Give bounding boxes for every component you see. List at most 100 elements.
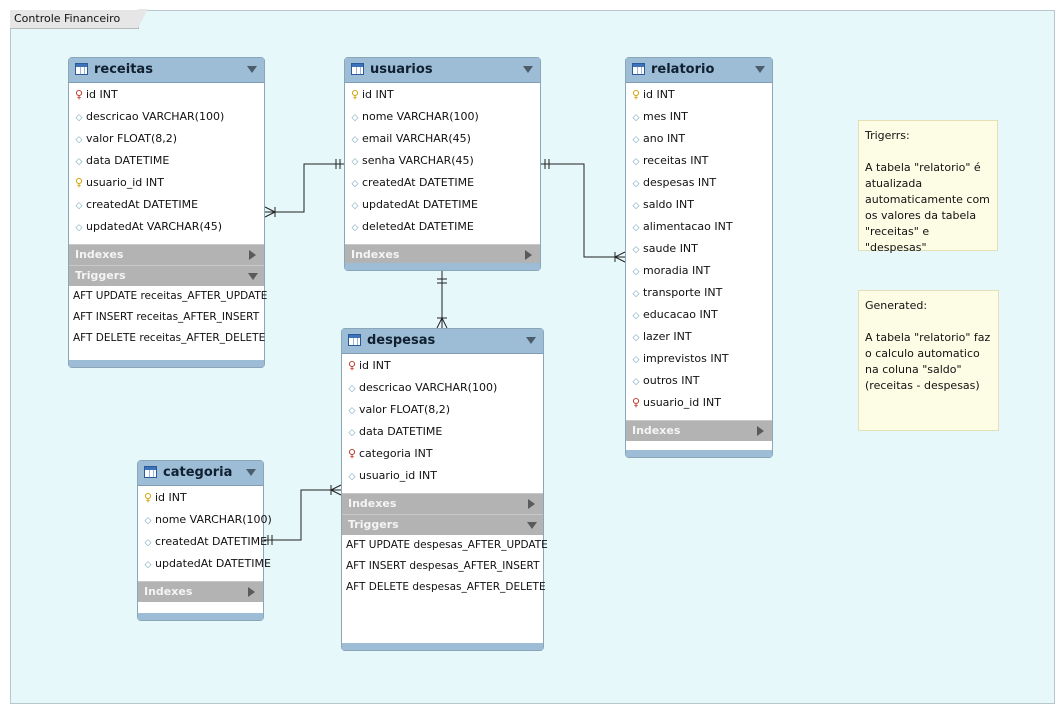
table-icon <box>348 334 361 346</box>
column-list: ♀id INT◇descricao VARCHAR(100)◇valor FLO… <box>69 83 264 238</box>
column-row[interactable]: ◇lazer INT <box>626 326 772 348</box>
table-receitas[interactable]: receitas♀id INT◇descricao VARCHAR(100)◇v… <box>68 57 268 368</box>
expand-right-icon[interactable] <box>528 499 535 509</box>
table-header[interactable]: categoria <box>138 461 263 486</box>
collapse-arrow-icon[interactable] <box>247 66 257 73</box>
column-row[interactable]: ◇updatedAt DATETIME <box>345 194 540 216</box>
column-row[interactable]: ◇alimentacao INT <box>626 216 772 238</box>
table-icon <box>144 466 157 478</box>
table-despesas[interactable]: despesas ♀id INT◇descricao VARCHAR(100)◇v… <box>341 328 548 651</box>
note-box[interactable]: Trigerrs: A tabela "relatorio" é atualiz… <box>858 120 998 254</box>
column-row[interactable]: ◇data DATETIME <box>342 421 543 443</box>
column-row[interactable]: ◇moradia INT <box>626 260 772 282</box>
pk-key-icon: ♀ <box>143 491 153 504</box>
column-row[interactable]: ◇updatedAt DATETIME <box>138 553 271 575</box>
trigger-row[interactable]: AFT UPDATE receitas_AFTER_UPDATE <box>73 290 268 302</box>
section-label: Indexes <box>348 497 397 510</box>
column-row[interactable]: ◇createdAt DATETIME <box>345 172 540 194</box>
section-indexes[interactable]: Indexes <box>626 420 772 441</box>
column-diamond-icon: ◇ <box>351 179 359 189</box>
column-row[interactable]: ◇email VARCHAR(45) <box>345 128 540 150</box>
column-row[interactable]: ◇ano INT <box>626 128 772 150</box>
section-indexes[interactable]: Indexes <box>342 493 543 514</box>
collapse-arrow-icon[interactable] <box>246 469 256 476</box>
table-icon <box>75 63 88 75</box>
column-row[interactable]: ◇saldo INT <box>626 194 772 216</box>
column-row[interactable]: ♀categoria INT <box>342 443 543 465</box>
column-row[interactable]: ◇nome VARCHAR(100) <box>345 106 540 128</box>
pk-key-icon: ♀ <box>350 88 360 101</box>
column-row[interactable]: ♀id INT <box>138 487 263 509</box>
column-row[interactable]: ◇educacao INT <box>626 304 772 326</box>
expand-down-icon[interactable] <box>527 522 537 529</box>
trigger-row[interactable]: AFT INSERT receitas_AFTER_INSERT <box>73 311 260 323</box>
column-diamond-icon: ◇ <box>75 157 83 167</box>
section-label: Indexes <box>632 424 681 437</box>
section-triggers[interactable]: Triggers <box>342 514 543 535</box>
column-row[interactable]: ◇updatedAt VARCHAR(45) <box>69 216 264 238</box>
section-indexes[interactable]: Indexes <box>69 244 264 265</box>
trigger-row[interactable]: AFT DELETE receitas_AFTER_DELETE <box>73 332 266 344</box>
trigger-row[interactable]: AFT UPDATE despesas_AFTER_UPDATE <box>346 539 548 551</box>
column-row[interactable]: ◇data DATETIME <box>69 150 264 172</box>
table-header[interactable]: relatorio <box>626 58 772 83</box>
section-indexes[interactable]: Indexes <box>138 581 263 602</box>
column-row[interactable]: ◇descricao VARCHAR(100) <box>342 377 543 399</box>
table-title: despesas <box>367 333 436 348</box>
column-row[interactable]: ◇imprevistos INT <box>626 348 772 370</box>
expand-right-icon[interactable] <box>757 426 764 436</box>
column-row[interactable]: ◇outros INT <box>626 370 772 392</box>
column-row[interactable]: ◇receitas INT <box>626 150 772 172</box>
column-row[interactable]: ♀usuario_id INT <box>626 392 772 414</box>
column-label: data DATETIME <box>359 425 443 438</box>
table-header[interactable]: despesas <box>342 329 543 354</box>
collapse-arrow-icon[interactable] <box>755 66 765 73</box>
table-header[interactable]: receitas <box>69 58 264 83</box>
table-footer <box>138 613 263 620</box>
table-relatorio[interactable]: relatorio♀id INT◇mes INT◇ano INT◇receita… <box>625 57 773 458</box>
column-row[interactable]: ◇createdAt DATETIME <box>138 531 268 553</box>
column-row[interactable]: ◇usuario_id INT <box>342 465 543 487</box>
column-label: alimentacao INT <box>643 220 733 233</box>
column-row[interactable]: ◇deletedAt DATETIME <box>345 216 540 238</box>
column-row[interactable]: ◇createdAt DATETIME <box>69 194 264 216</box>
column-row[interactable]: ◇nome VARCHAR(100) <box>138 509 272 531</box>
column-row[interactable]: ◇mes INT <box>626 106 772 128</box>
column-label: usuario_id INT <box>86 176 164 189</box>
table-usuarios[interactable]: usuarios ♀id INT◇nome VARCHAR(100)◇email … <box>344 57 541 271</box>
table-header[interactable]: usuarios <box>345 58 540 83</box>
column-row[interactable]: ◇saude INT <box>626 238 772 260</box>
table-title: usuarios <box>370 62 433 77</box>
expand-down-icon[interactable] <box>248 273 258 280</box>
column-row[interactable]: ◇transporte INT <box>626 282 772 304</box>
column-row[interactable]: ◇despesas INT <box>626 172 772 194</box>
column-row[interactable]: ♀id INT <box>626 84 772 106</box>
column-row[interactable]: ♀id INT <box>345 84 540 106</box>
section-indexes[interactable]: Indexes <box>345 244 540 265</box>
fk-key-icon: ♀ <box>347 447 357 460</box>
column-row[interactable]: ◇descricao VARCHAR(100) <box>69 106 264 128</box>
column-row[interactable]: ◇valor FLOAT(8,2) <box>342 399 543 421</box>
collapse-arrow-icon[interactable] <box>523 66 533 73</box>
crowfoot-line <box>436 317 443 329</box>
column-diamond-icon: ◇ <box>632 245 640 255</box>
layer-title[interactable]: Controle Financeiro <box>10 9 148 29</box>
column-row[interactable]: ◇senha VARCHAR(45) <box>345 150 540 172</box>
note-box[interactable]: Generated: A tabela "relatorio" faz o ca… <box>858 290 999 431</box>
column-row[interactable]: ♀id INT <box>342 355 543 377</box>
table-categoria[interactable]: categoria♀id INT◇nome VARCHAR(100)◇creat… <box>137 460 272 621</box>
trigger-row[interactable]: AFT DELETE despesas_AFTER_DELETE <box>346 581 546 593</box>
expand-right-icon[interactable] <box>249 250 256 260</box>
trigger-row[interactable]: AFT INSERT despesas_AFTER_INSERT <box>346 560 540 572</box>
collapse-arrow-icon[interactable] <box>526 337 536 344</box>
section-triggers[interactable]: Triggers <box>69 265 264 286</box>
section-label: Triggers <box>348 518 399 531</box>
column-diamond-icon: ◇ <box>144 538 152 548</box>
column-row[interactable]: ♀id INT <box>69 84 264 106</box>
column-row[interactable]: ◇valor FLOAT(8,2) <box>69 128 264 150</box>
expand-right-icon[interactable] <box>525 250 532 260</box>
column-label: deletedAt DATETIME <box>362 220 474 233</box>
expand-right-icon[interactable] <box>248 587 255 597</box>
column-row[interactable]: ♀usuario_id INT <box>69 172 264 194</box>
